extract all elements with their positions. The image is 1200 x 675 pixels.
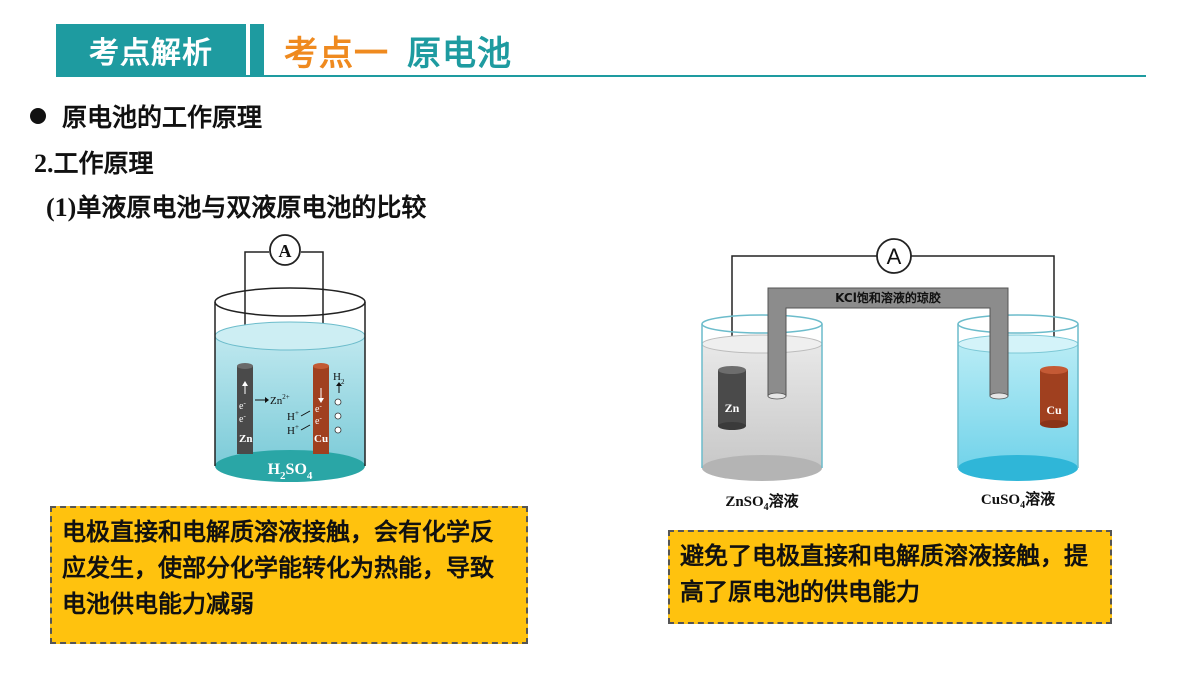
wire-right xyxy=(910,255,1055,370)
right-beaker-rim xyxy=(957,314,1079,334)
subsection-heading: (1)单液原电池与双液原电池的比较 xyxy=(46,188,426,224)
copper-label: Cu xyxy=(1046,403,1062,417)
single-liquid-cell-diagram: A e- e- Zn Zn2+ e- e- Cu H2 H+ H+ H2SO4 xyxy=(214,234,366,482)
single-cell-note: 电极直接和电解质溶液接触，会有化学反应发生，使部分化学能转化为热能，导致电池供电… xyxy=(50,506,528,644)
zinc-electrode-bottom xyxy=(718,422,746,430)
cuso4-label: CuSO4溶液 xyxy=(981,490,1056,511)
section-number: 2. xyxy=(34,149,54,178)
zinc-electron-arrowhead xyxy=(242,381,248,386)
copper-electron-1: e- xyxy=(315,402,322,415)
topic-name: 原电池 xyxy=(407,33,512,74)
topic-number: 考点一 xyxy=(284,33,389,74)
znso4-surface xyxy=(701,334,823,354)
h-ion-arrow-2 xyxy=(300,424,311,431)
cuso4-surface xyxy=(957,334,1079,354)
copper-electron-arrowhead xyxy=(318,398,324,403)
copper-electrode xyxy=(1040,370,1068,424)
bullet-heading-text: 原电池的工作原理 xyxy=(62,103,263,132)
zinc-electron-1: e- xyxy=(239,399,246,412)
zinc-electrode xyxy=(237,366,253,454)
zinc-electrode-top xyxy=(718,366,746,374)
ammeter-label: A xyxy=(887,244,902,269)
page-title: 考点一 原电池 xyxy=(284,24,512,76)
zn-ion-label: Zn2+ xyxy=(270,393,290,407)
zinc-electron-2: e- xyxy=(239,412,246,425)
cuso4-bottom xyxy=(958,455,1078,481)
bullet-dot-icon xyxy=(30,108,46,124)
salt-bridge-label: KCl饱和溶液的琼胶 xyxy=(835,290,941,305)
bubble-icon xyxy=(334,426,342,434)
salt-bridge-right-end xyxy=(989,392,1009,400)
zinc-label: Zn xyxy=(239,433,252,445)
hydrogen-gas-label: H2 xyxy=(333,371,345,386)
znso4-label: ZnSO4溶液 xyxy=(725,492,799,513)
double-cell-note: 避免了电极直接和电解质溶液接触，提高了原电池的供电能力 xyxy=(668,530,1112,624)
hydrogen-arrowhead xyxy=(336,382,342,386)
copper-label: Cu xyxy=(314,433,328,445)
section-heading: 2.工作原理 xyxy=(34,144,154,180)
double-liquid-cell-diagram: A KCl饱和溶液的琼胶 Zn Cu ZnSO4溶液 CuSO4溶液 xyxy=(701,238,1079,513)
ammeter-icon xyxy=(876,238,912,274)
section-text: 工作原理 xyxy=(53,149,154,178)
bubble-icon xyxy=(334,412,342,420)
copper-electrode-top xyxy=(313,363,329,369)
copper-electrode-bottom xyxy=(1040,420,1068,428)
single-solution-surface xyxy=(214,321,366,351)
single-beaker-bottom xyxy=(215,450,365,482)
electrolyte-label: H2SO4 xyxy=(268,461,313,482)
salt-bridge-left-end xyxy=(767,392,787,400)
znso4-bottom xyxy=(702,455,822,481)
header-underline xyxy=(56,75,1146,77)
section-tag: 考点解析 xyxy=(56,24,254,76)
h-ion-label-2: H+ xyxy=(287,423,299,437)
ammeter-icon xyxy=(269,234,301,266)
bubble-icon xyxy=(334,398,342,406)
h-ion-label-1: H+ xyxy=(287,409,299,423)
bullet-heading: 原电池的工作原理 xyxy=(30,98,262,134)
left-beaker-rim xyxy=(701,314,823,334)
zinc-electrode xyxy=(718,370,746,426)
subsection-number: (1) xyxy=(46,193,77,222)
zinc-label: Zn xyxy=(725,401,740,415)
zinc-electrode-top xyxy=(237,363,253,369)
header-separator xyxy=(254,24,264,76)
ammeter-label: A xyxy=(279,241,292,261)
single-beaker-rim xyxy=(214,287,366,317)
copper-electrode-top xyxy=(1040,366,1068,374)
subsection-text: 单液原电池与双液原电池的比较 xyxy=(76,193,427,222)
zn-ion-arrowhead xyxy=(265,397,269,403)
h-ion-arrow-1 xyxy=(300,410,311,417)
copper-electrode xyxy=(313,366,329,454)
copper-electron-2: e- xyxy=(315,414,322,427)
